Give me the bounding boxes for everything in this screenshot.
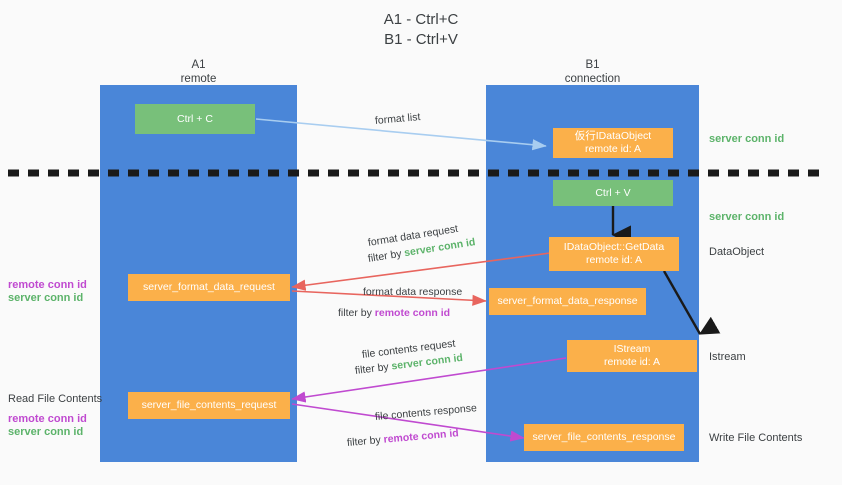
arrow-file-contents-request xyxy=(291,357,567,403)
left-label-remote-conn-id-1: remote conn id xyxy=(8,279,87,291)
node-server-format-data-request-label: server_format_data_request xyxy=(143,281,275,293)
caption-format-data-response-filter-prefix: filter by xyxy=(338,307,375,319)
lane-header-b1-name: B1 xyxy=(585,59,600,71)
arrow-getdata-to-istream xyxy=(662,270,721,335)
node-idataobject-create-remote-id: remote id: A xyxy=(584,143,642,155)
left-label-remote-conn-id-2: remote conn id xyxy=(8,413,87,425)
arrow-format-list xyxy=(255,118,547,151)
caption-format-data-response-filter-value: remote conn id xyxy=(374,307,451,319)
right-label-server-conn-id-2: server conn id xyxy=(709,211,785,223)
node-ctrl-c-label: Ctrl + C xyxy=(177,112,213,125)
page-title-line-1: A1 - Ctrl+C xyxy=(383,11,459,28)
node-server-file-contents-request[interactable]: server_file_contents_request xyxy=(128,392,290,419)
arrow-format-data-response xyxy=(291,290,487,306)
node-server-file-contents-response[interactable]: server_file_contents_response xyxy=(524,424,684,451)
lane-header-a1: A1 remote xyxy=(100,58,297,86)
node-server-file-contents-request-label: server_file_contents_request xyxy=(141,399,277,411)
left-label-read-file-contents: Read File Contents xyxy=(8,393,103,405)
node-ctrl-v-label: Ctrl + V xyxy=(595,186,631,199)
node-server-format-data-response[interactable]: server_format_data_response xyxy=(489,288,646,315)
caption-format-data-response-filter: filter by remote conn id xyxy=(338,306,450,320)
node-getdata-remote-id: remote id: A xyxy=(585,254,643,266)
lane-header-b1: B1 connection xyxy=(486,58,699,86)
caption-format-data-response: format data response xyxy=(363,286,463,298)
page-title-line-2: B1 - Ctrl+V xyxy=(384,31,458,48)
lane-header-a1-name: A1 xyxy=(191,59,206,71)
node-server-format-data-response-label: server_format_data_response xyxy=(497,295,638,307)
caption-file-contents-response-filter-prefix: filter by xyxy=(346,433,385,449)
page-title: A1 - Ctrl+C B1 - Ctrl+V xyxy=(0,10,842,50)
node-ctrl-c[interactable]: Ctrl + C xyxy=(135,104,255,134)
left-label-server-conn-id-2: server conn id xyxy=(8,426,84,438)
node-idataobject-getdata[interactable]: IDataObject::GetData remote id: A xyxy=(549,237,679,271)
node-ctrl-v[interactable]: Ctrl + V xyxy=(553,180,673,206)
node-idataobject-create[interactable]: 仮行IDataObject remote id: A xyxy=(553,128,673,158)
right-label-write-file-contents: Write File Contents xyxy=(709,432,803,444)
node-getdata-label: IDataObject::GetData xyxy=(563,241,665,253)
node-istream-remote-id: remote id: A xyxy=(603,356,661,368)
right-label-server-conn-id-1: server conn id xyxy=(709,133,785,145)
node-istream[interactable]: IStream remote id: A xyxy=(567,340,697,372)
node-idataobject-create-label: 仮行IDataObject xyxy=(574,130,652,142)
node-server-format-data-request[interactable]: server_format_data_request xyxy=(128,274,290,301)
left-label-server-conn-id-1: server conn id xyxy=(8,292,84,304)
right-label-dataobject: DataObject xyxy=(709,246,765,258)
lane-header-a1-sub: remote xyxy=(180,73,217,85)
node-server-file-contents-response-label: server_file_contents_response xyxy=(532,431,676,443)
arrow-format-data-request xyxy=(291,252,551,291)
lane-header-b1-sub: connection xyxy=(564,73,621,85)
arrow-file-contents-response xyxy=(291,403,525,442)
right-label-istream: Istream xyxy=(709,351,746,363)
node-istream-label: IStream xyxy=(613,343,651,355)
